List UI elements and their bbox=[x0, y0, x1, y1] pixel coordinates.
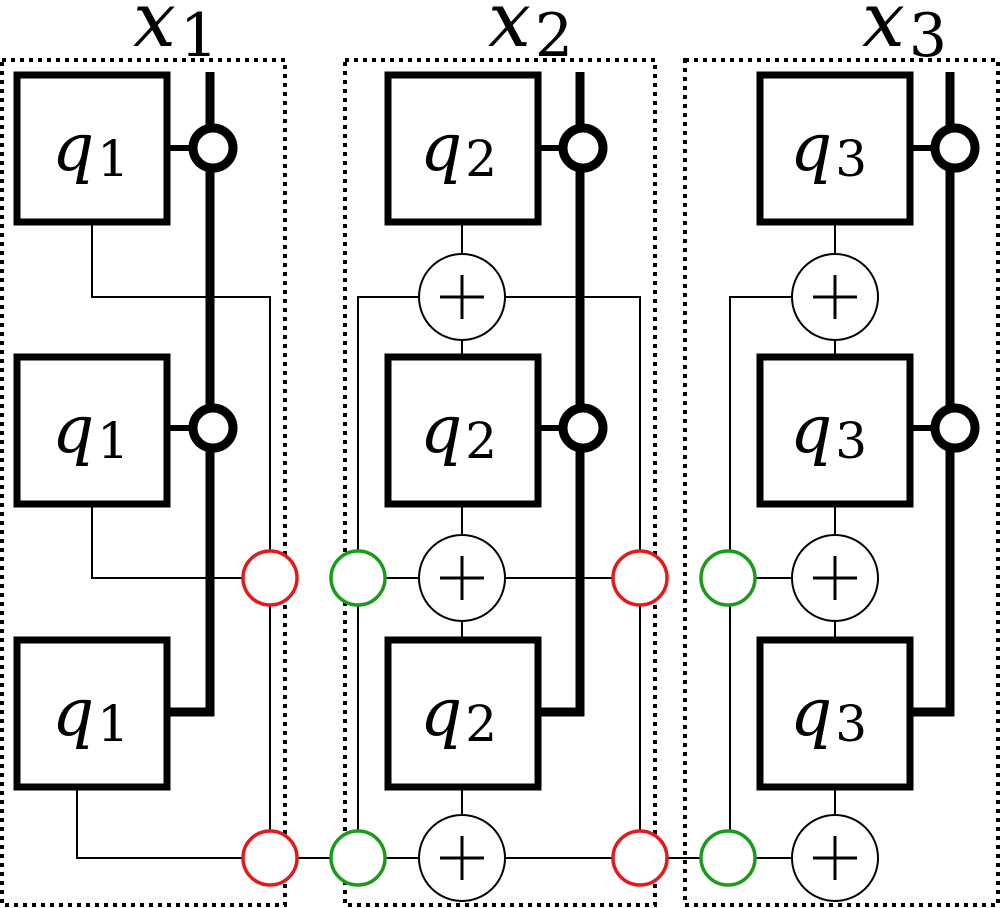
hollow-circle-knob-icon bbox=[930, 403, 980, 453]
qbox-x3-middle: q3 bbox=[756, 353, 914, 508]
group-label-x2: x2 bbox=[488, 0, 573, 71]
group-label-x1: x1 bbox=[133, 0, 218, 71]
wire-q1b-to-red-node-mid bbox=[91, 505, 243, 579]
qbox-label: q1 bbox=[52, 391, 129, 470]
group-frame-x1 bbox=[0, 58, 287, 907]
qbox-label: q2 bbox=[420, 674, 497, 753]
qbox-x1-bottom: q1 bbox=[13, 636, 171, 791]
hollow-circle-knob-icon bbox=[188, 403, 238, 453]
green-node bbox=[329, 549, 387, 607]
circled-plus-icon bbox=[418, 253, 506, 341]
hollow-circle-knob-icon bbox=[558, 123, 608, 173]
bus-x3 bbox=[912, 72, 955, 717]
red-node bbox=[241, 829, 299, 887]
green-node bbox=[329, 829, 387, 887]
qbox-x1-top: q1 bbox=[13, 71, 171, 226]
junction-knobs bbox=[167, 123, 980, 453]
circled-plus-icon bbox=[418, 814, 506, 902]
qbox-label: q3 bbox=[790, 109, 867, 188]
circled-plus-icon bbox=[791, 534, 879, 622]
hollow-circle-knob-icon bbox=[558, 403, 608, 453]
wire-x2-top-loop bbox=[357, 296, 420, 858]
qbox-x2-middle: q2 bbox=[384, 353, 542, 508]
hollow-circle-knob-icon bbox=[188, 123, 238, 173]
circled-plus-icon bbox=[791, 253, 879, 341]
circled-plus-icon bbox=[791, 814, 879, 902]
bus-x2 bbox=[540, 72, 585, 717]
qbox-label: q1 bbox=[52, 109, 129, 188]
group-label-x3: x3 bbox=[862, 0, 947, 71]
green-node bbox=[699, 829, 757, 887]
wire-q1c-to-red-node-bottom bbox=[76, 787, 243, 859]
colored-nodes bbox=[241, 549, 757, 887]
bus-x1 bbox=[168, 72, 215, 717]
qbox-label: q2 bbox=[420, 109, 497, 188]
adders bbox=[418, 253, 879, 902]
hollow-circle-knob-icon bbox=[930, 123, 980, 173]
qbox-x3-bottom: q3 bbox=[756, 636, 914, 791]
qbox-label: q2 bbox=[420, 391, 497, 470]
red-node bbox=[241, 549, 299, 607]
group-frame-x3 bbox=[683, 58, 1000, 907]
qbox-label: q3 bbox=[790, 674, 867, 753]
wire-x2-right-loop bbox=[505, 296, 641, 858]
thin-wiring bbox=[76, 222, 836, 859]
circled-plus-icon bbox=[418, 534, 506, 622]
qbox-label: q3 bbox=[790, 391, 867, 470]
red-node bbox=[611, 829, 669, 887]
qbox-x1-middle: q1 bbox=[13, 353, 171, 508]
qbox-x2-bottom: q2 bbox=[384, 636, 542, 791]
qbox-label: q1 bbox=[52, 674, 129, 753]
group-frame-x2 bbox=[343, 58, 657, 907]
thick-buses bbox=[168, 72, 955, 717]
wire-x3-left-loop bbox=[729, 296, 792, 832]
qbox-x3-top: q3 bbox=[756, 71, 914, 226]
qbox-x2-top: q2 bbox=[384, 71, 542, 226]
red-node bbox=[611, 549, 669, 607]
green-node bbox=[699, 549, 757, 607]
